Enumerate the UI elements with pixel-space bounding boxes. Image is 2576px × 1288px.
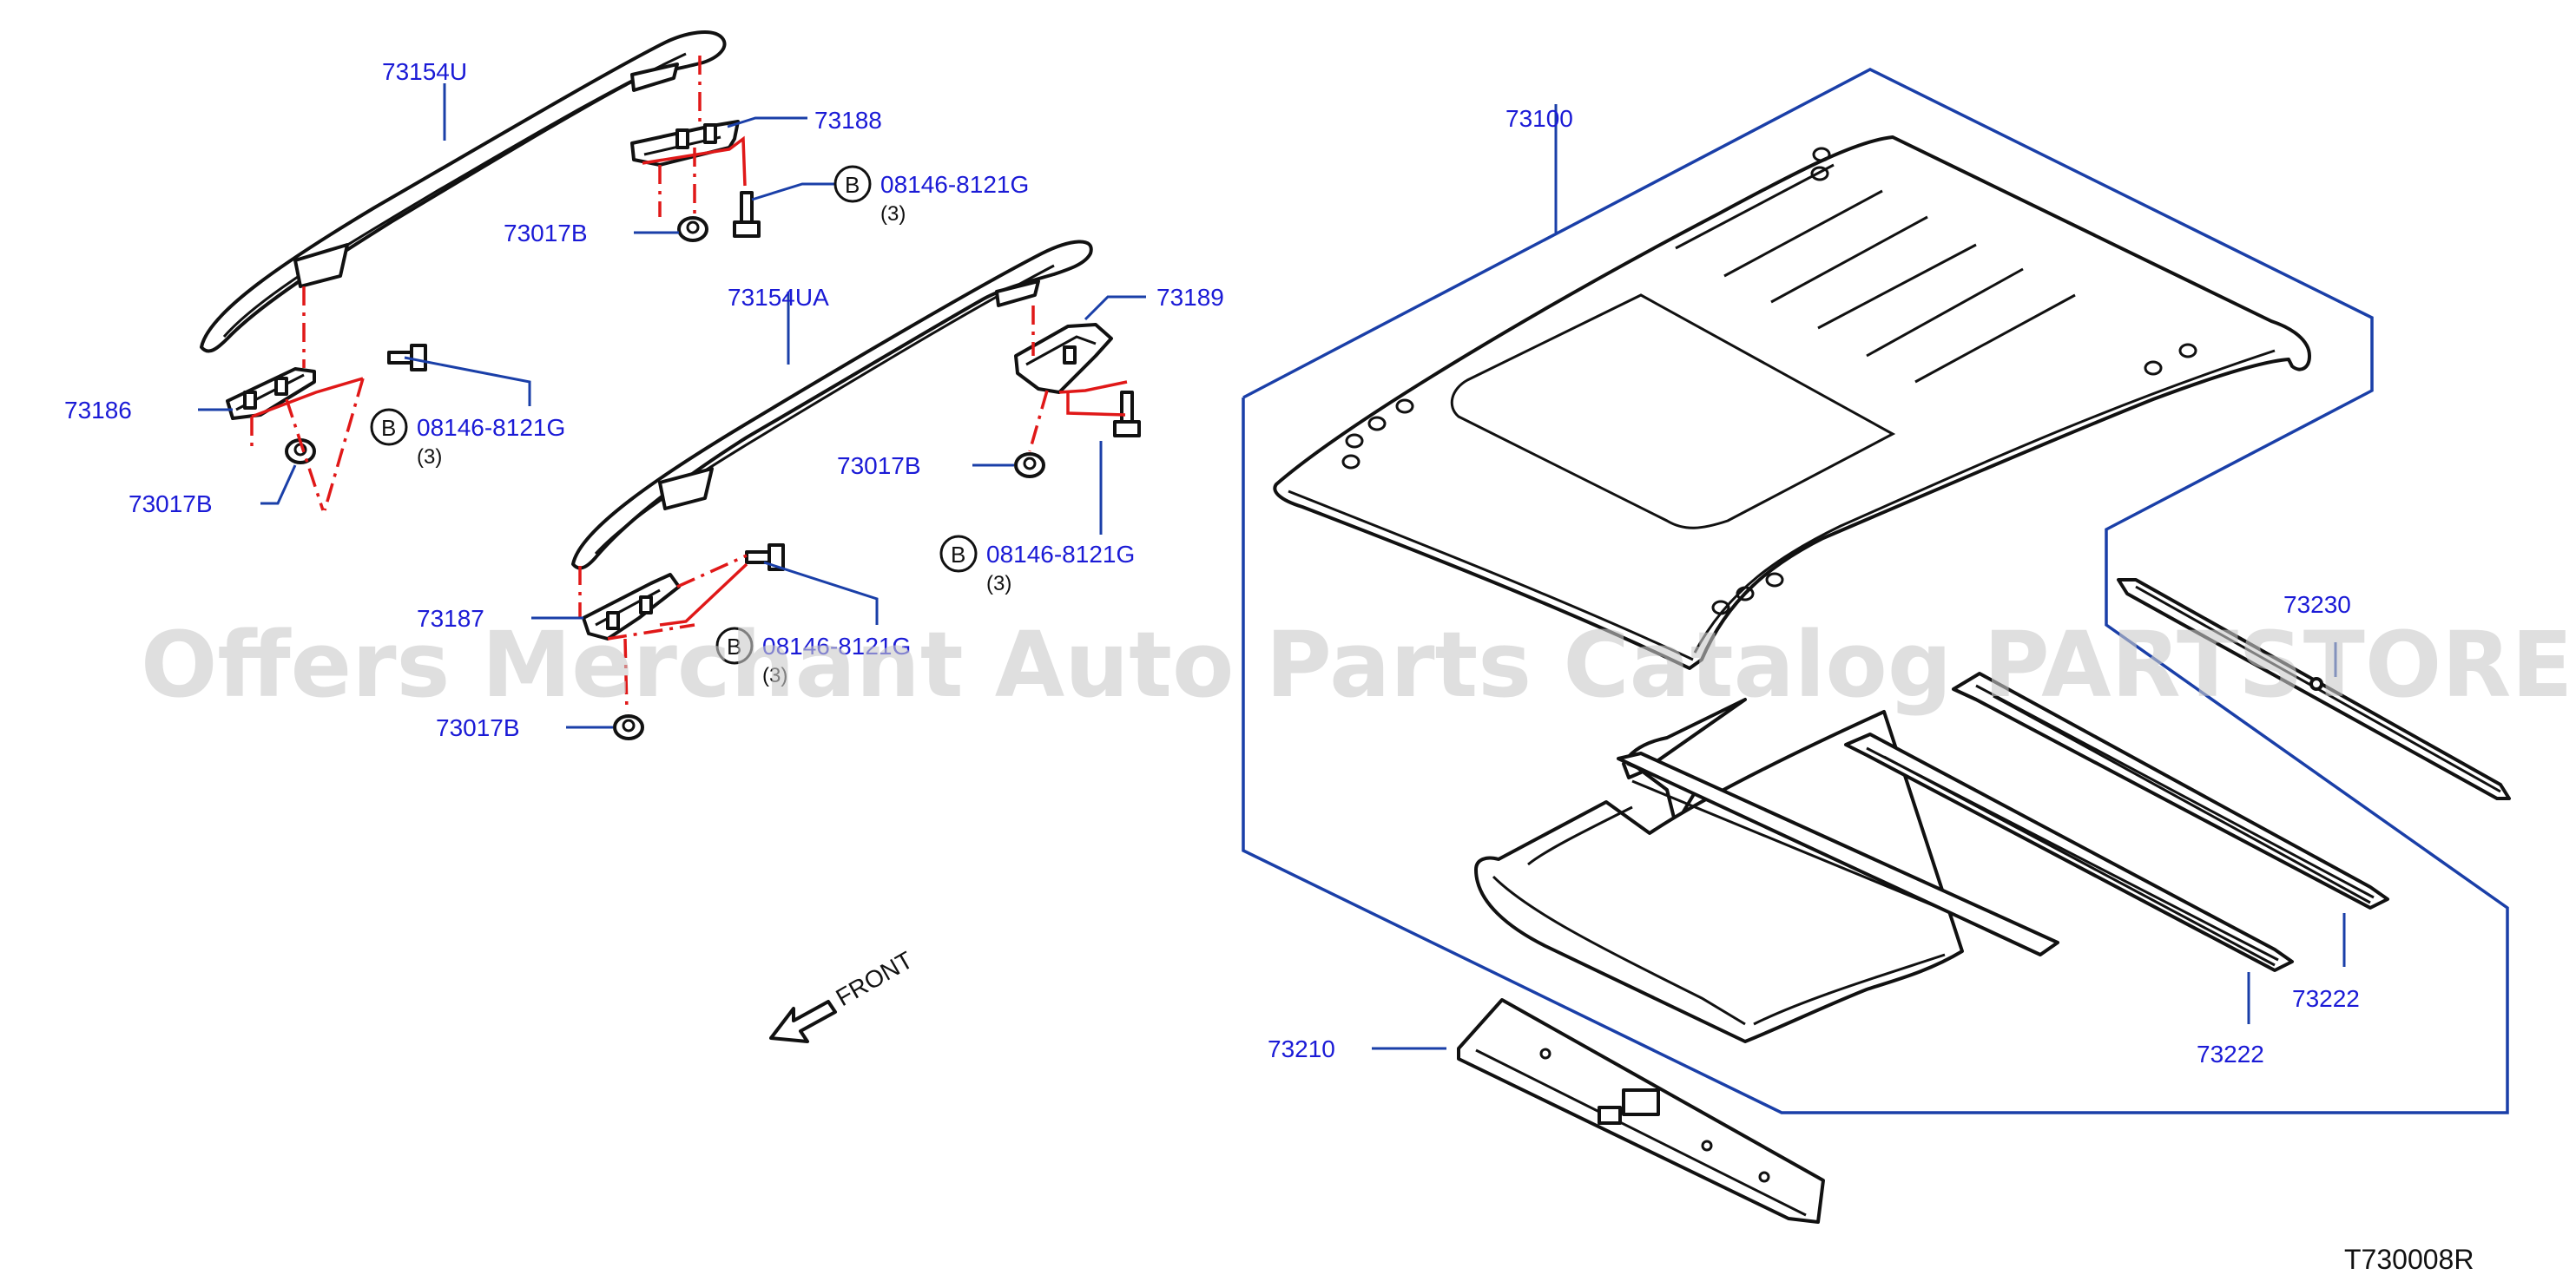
label-73186: 73186 [64, 397, 132, 424]
watermark: Offers Merchant Auto Parts Catalog PARTS… [141, 612, 2576, 718]
label-08146-2: 08146-8121G [417, 414, 565, 441]
circle-b-1: B [833, 165, 872, 203]
roof-bow[interactable] [2117, 578, 2511, 800]
bracket-73187[interactable] [582, 573, 681, 641]
label-73017B-3: 73017B [837, 452, 921, 479]
label-73187: 73187 [417, 605, 484, 632]
label-73222-2: 73222 [2197, 1041, 2264, 1068]
label-73222-1: 73222 [2292, 985, 2360, 1012]
phantom-lines [250, 56, 1128, 713]
diagram-code: T730008R [2344, 1244, 2474, 1275]
label-73189: 73189 [1156, 284, 1224, 311]
circle-b-4: B [715, 627, 754, 665]
front-header[interactable] [1457, 998, 1825, 1224]
roof-rail-right[interactable] [571, 240, 1093, 570]
label-73154UA: 73154UA [728, 284, 829, 311]
label-73210: 73210 [1268, 1035, 1335, 1062]
leader-lines [198, 83, 2346, 1050]
side-rail-73222-2[interactable] [1952, 672, 2389, 910]
bracket-73188[interactable] [630, 120, 740, 167]
bolt-08146-1[interactable] [733, 191, 761, 238]
label-73154U: 73154U [382, 58, 467, 85]
label-73017B-2: 73017B [128, 490, 213, 517]
bracket-73186[interactable] [226, 367, 316, 420]
qty-4: (3) [762, 664, 787, 687]
label-08146-3: 08146-8121G [986, 541, 1135, 568]
label-08146-4: 08146-8121G [762, 633, 911, 660]
label-08146-1: 08146-8121G [880, 171, 1029, 198]
sunroof-frame[interactable] [1474, 698, 2059, 1043]
roof-panel[interactable] [1273, 135, 2311, 670]
nut-73017B-3[interactable] [1014, 452, 1045, 478]
label-73017B-4: 73017B [436, 714, 520, 741]
svg-text:B: B [727, 634, 741, 660]
qty-2: (3) [417, 445, 442, 469]
front-arrow-text: FRONT [832, 946, 918, 1011]
roof-rail-left[interactable] [200, 30, 727, 353]
front-arrow: FRONT [769, 946, 918, 1043]
nut-73017B-4[interactable] [613, 714, 644, 740]
callouts: 73154U 73188 08146-8121G (3) 73017B 7315… [64, 58, 2360, 1068]
bracket-73189[interactable] [1014, 323, 1113, 394]
nut-73017B-1[interactable] [677, 216, 708, 242]
qty-3: (3) [986, 572, 1011, 595]
circle-b-3: B [939, 535, 978, 573]
side-rail-73222-1[interactable] [1844, 733, 2294, 972]
label-73017B-1: 73017B [504, 220, 588, 246]
svg-text:B: B [951, 542, 965, 568]
svg-text:B: B [381, 415, 396, 441]
bolt-08146-3[interactable] [1113, 391, 1141, 437]
qty-1: (3) [880, 202, 906, 226]
label-73100: 73100 [1505, 105, 1573, 132]
assembly-boundary [1242, 68, 2509, 1114]
circle-b-2: B [370, 408, 408, 446]
svg-text:B: B [845, 172, 860, 198]
label-73188: 73188 [814, 107, 882, 134]
label-73230: 73230 [2283, 591, 2351, 618]
